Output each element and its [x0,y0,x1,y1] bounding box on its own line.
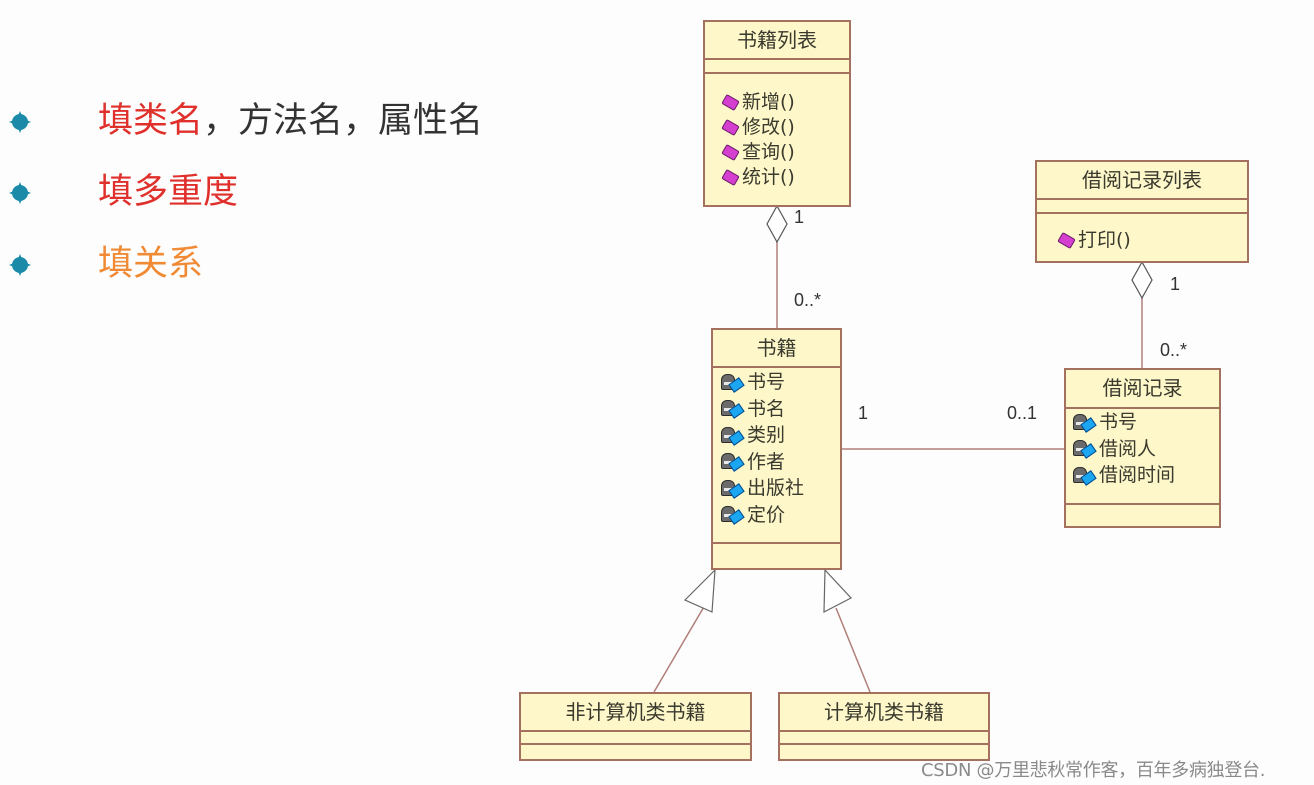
gear-bullet-icon [9,254,31,276]
bullet-item: 填关系 [0,239,600,289]
attribute-compartment [1037,200,1247,214]
inheritance-arrow-icon [683,568,716,613]
private-attribute-icon [721,504,745,526]
multiplicity-label: 1 [1170,274,1181,294]
attribute-label: 书名 [747,397,786,420]
operation-icon [721,168,740,187]
aggregation-diamond-icon [1131,260,1153,300]
multiplicity-label: 1 [794,207,805,227]
class-name: 书籍 [713,330,840,368]
operation-label: 修改() [742,116,795,138]
attribute-label: 作者 [747,450,786,473]
attribute-label: 出版社 [747,477,805,499]
bullet-segment: 填关系 [98,244,204,284]
multiplicity-label: 0..* [794,290,822,310]
bullet-text: 填多重度 [98,167,238,217]
operation-compartment [713,544,840,568]
private-attribute-icon [1073,412,1097,434]
inheritance-arrow-icon [823,568,852,613]
attribute-item: 作者 [721,451,840,474]
bullet-segment: 填类名 [98,101,204,141]
multiplicity-label: 0..1 [1007,403,1038,423]
operation-item: 统计() [721,165,849,190]
operation-compartment [1066,505,1219,525]
operation-item: 修改() [721,115,849,140]
attribute-compartment [705,60,849,74]
attribute-item: 定价 [721,504,840,527]
multiplicity-label: 1 [858,403,869,423]
class-book[interactable]: 书籍 书号 书名 类别 作者 出版社 定价 [711,328,842,570]
bullet-segment: 填多重度 [98,172,239,212]
private-attribute-icon [1073,465,1097,487]
attribute-compartment [521,732,750,745]
attribute-item: 出版社 [721,477,840,500]
watermark: CSDN @万里悲秋常作客，百年多病独登台. [921,760,1266,781]
attribute-compartment [780,732,988,745]
bullet-text: 填类名，方法名，属性名 [98,96,483,146]
bullet-segment: ，方法名，属性名 [203,101,484,141]
operation-compartment: 打印() [1037,214,1247,253]
class-name: 计算机类书籍 [780,694,988,732]
attribute-label: 借阅人 [1099,437,1157,460]
bullet-text: 填关系 [98,239,203,289]
private-attribute-icon [721,478,745,500]
class-name: 借阅记录列表 [1037,162,1247,200]
attribute-item: 类别 [721,424,840,447]
attribute-item: 书名 [721,398,840,421]
operation-item: 新增() [721,90,849,115]
class-name: 非计算机类书籍 [521,694,750,732]
class-borrow-record[interactable]: 借阅记录 书号 借阅人 借阅时间 [1064,368,1221,528]
private-attribute-icon [721,398,745,420]
attribute-item: 借阅人 [1073,438,1219,461]
attribute-item: 书号 [1073,411,1219,434]
gear-bullet-icon [9,182,31,204]
class-borrow-list[interactable]: 借阅记录列表 打印() [1035,160,1249,263]
class-name: 书籍列表 [705,22,849,60]
private-attribute-icon [721,451,745,473]
private-attribute-icon [721,372,745,394]
class-non-cs-book[interactable]: 非计算机类书籍 [519,692,752,761]
operation-icon [721,118,740,137]
bullet-item: 填多重度 [0,167,600,217]
attribute-item: 借阅时间 [1073,464,1219,487]
bullet-item: 填类名，方法名，属性名 [0,96,600,146]
attribute-compartment: 书号 借阅人 借阅时间 [1066,409,1219,505]
gear-bullet-icon [9,111,31,133]
operation-compartment: 新增() 修改() 查询() 统计() [705,74,849,190]
class-book-list[interactable]: 书籍列表 新增() 修改() 查询() 统计() [703,20,851,207]
attribute-label: 借阅时间 [1099,464,1176,486]
operation-item: 查询() [721,140,849,165]
operation-label: 新增() [742,91,795,113]
generalization-line [835,607,871,693]
operation-label: 统计() [742,166,795,188]
private-attribute-icon [721,425,745,447]
attribute-item: 书号 [721,371,840,394]
operation-label: 打印() [1078,229,1131,251]
attribute-label: 类别 [747,424,786,446]
operation-icon [1057,231,1076,250]
attribute-label: 书号 [747,371,786,393]
attribute-compartment: 书号 书名 类别 作者 出版社 定价 [713,368,840,544]
operation-label: 查询() [742,141,795,163]
multiplicity-label: 0..* [1160,340,1188,360]
attribute-label: 定价 [747,503,786,526]
generalization-line [653,604,706,693]
class-cs-book[interactable]: 计算机类书籍 [778,692,990,761]
operation-item: 打印() [1057,228,1247,253]
attribute-label: 书号 [1099,411,1138,433]
aggregation-diamond-icon [766,204,788,244]
operation-icon [721,93,740,112]
private-attribute-icon [1073,438,1097,460]
operation-icon [721,143,740,162]
class-name: 借阅记录 [1066,370,1219,409]
